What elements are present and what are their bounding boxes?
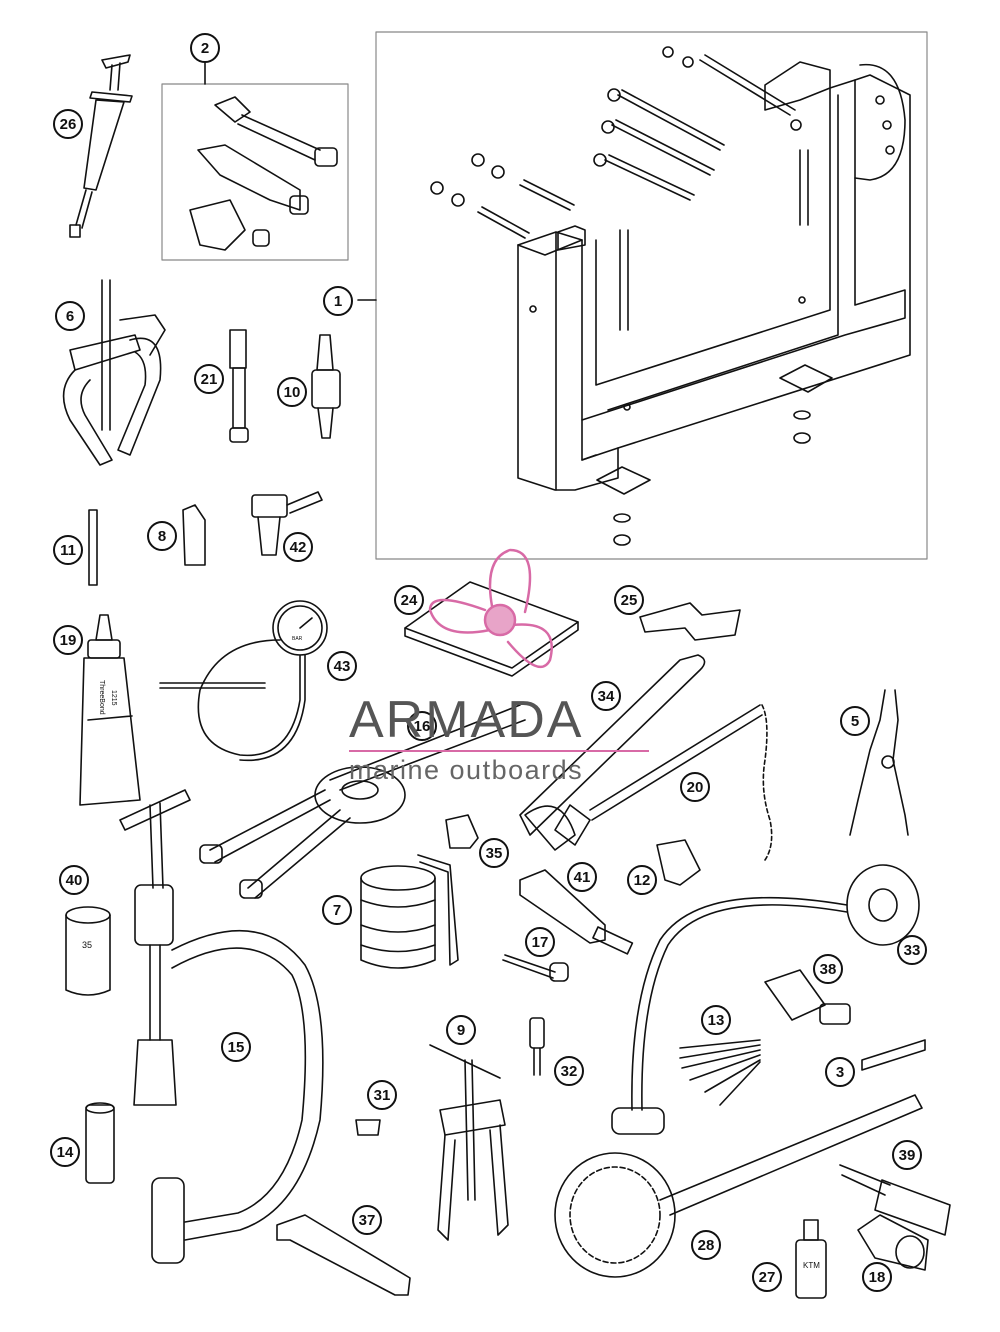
callout-2: 2 bbox=[190, 33, 220, 63]
callout-33: 33 bbox=[897, 935, 927, 965]
clamp-and-wrenches bbox=[199, 654, 773, 955]
ring-compressor-and-parts bbox=[360, 814, 701, 982]
callout-24: 24 bbox=[394, 585, 424, 615]
drift-and-slide-hammer bbox=[229, 329, 341, 443]
callout-40: 40 bbox=[59, 865, 89, 895]
tube-brand-text: ThreeBond bbox=[98, 680, 105, 715]
circlip-pliers bbox=[849, 689, 909, 836]
callout-42: 42 bbox=[283, 532, 313, 562]
watermark-brand: ARMADA bbox=[349, 691, 584, 749]
callout-10: 10 bbox=[277, 377, 307, 407]
callout-31: 31 bbox=[367, 1080, 397, 1110]
grease-gun-syringe bbox=[69, 54, 133, 238]
callout-9: 9 bbox=[446, 1015, 476, 1045]
callout-3: 3 bbox=[825, 1057, 855, 1087]
callout-21: 21 bbox=[194, 364, 224, 394]
engine-stand-group bbox=[357, 31, 928, 560]
puller-adapter-set bbox=[161, 61, 349, 261]
pressure-gauge bbox=[159, 600, 328, 762]
small-parts-bottom bbox=[85, 1017, 545, 1296]
callout-43: 43 bbox=[327, 651, 357, 681]
callout-20: 20 bbox=[680, 772, 710, 802]
callout-34: 34 bbox=[591, 681, 621, 711]
callout-11: 11 bbox=[53, 535, 83, 565]
gauge-unit-text: BAR bbox=[292, 636, 303, 642]
callout-16: 16 bbox=[407, 711, 437, 741]
callout-6: 6 bbox=[55, 301, 85, 331]
threebond-sealant-tube bbox=[79, 614, 141, 806]
callout-37: 37 bbox=[352, 1205, 382, 1235]
socket-35 bbox=[65, 906, 111, 996]
valve-spring-compressor bbox=[119, 789, 324, 1264]
callout-27: 27 bbox=[752, 1262, 782, 1292]
watermark-tagline: marine outboards bbox=[349, 755, 584, 785]
watermark-divider bbox=[349, 750, 649, 752]
plates bbox=[404, 581, 741, 677]
bottle-label-text: KTM bbox=[803, 1261, 820, 1270]
callout-18: 18 bbox=[862, 1262, 892, 1292]
callout-7: 7 bbox=[322, 895, 352, 925]
callout-13: 13 bbox=[701, 1005, 731, 1035]
propeller-logo bbox=[428, 548, 553, 669]
callout-1: 1 bbox=[323, 286, 353, 316]
callout-39: 39 bbox=[892, 1140, 922, 1170]
callout-15: 15 bbox=[221, 1032, 251, 1062]
callout-25: 25 bbox=[614, 585, 644, 615]
bolt-set bbox=[430, 46, 809, 331]
socket-size-text: 35 bbox=[82, 940, 92, 950]
callout-8: 8 bbox=[147, 521, 177, 551]
callout-17: 17 bbox=[525, 927, 555, 957]
bearing-puller bbox=[62, 279, 166, 466]
callout-12: 12 bbox=[627, 865, 657, 895]
callout-5: 5 bbox=[840, 706, 870, 736]
flywheel-and-misc-tools bbox=[554, 864, 951, 1299]
callout-38: 38 bbox=[813, 954, 843, 984]
callout-26: 26 bbox=[53, 109, 83, 139]
small-tools-row bbox=[88, 491, 323, 586]
callout-14: 14 bbox=[50, 1137, 80, 1167]
tube-code-text: 1215 bbox=[110, 690, 117, 706]
callout-28: 28 bbox=[691, 1230, 721, 1260]
callout-35: 35 bbox=[479, 838, 509, 868]
callout-19: 19 bbox=[53, 625, 83, 655]
callout-41: 41 bbox=[567, 862, 597, 892]
callout-32: 32 bbox=[554, 1056, 584, 1086]
